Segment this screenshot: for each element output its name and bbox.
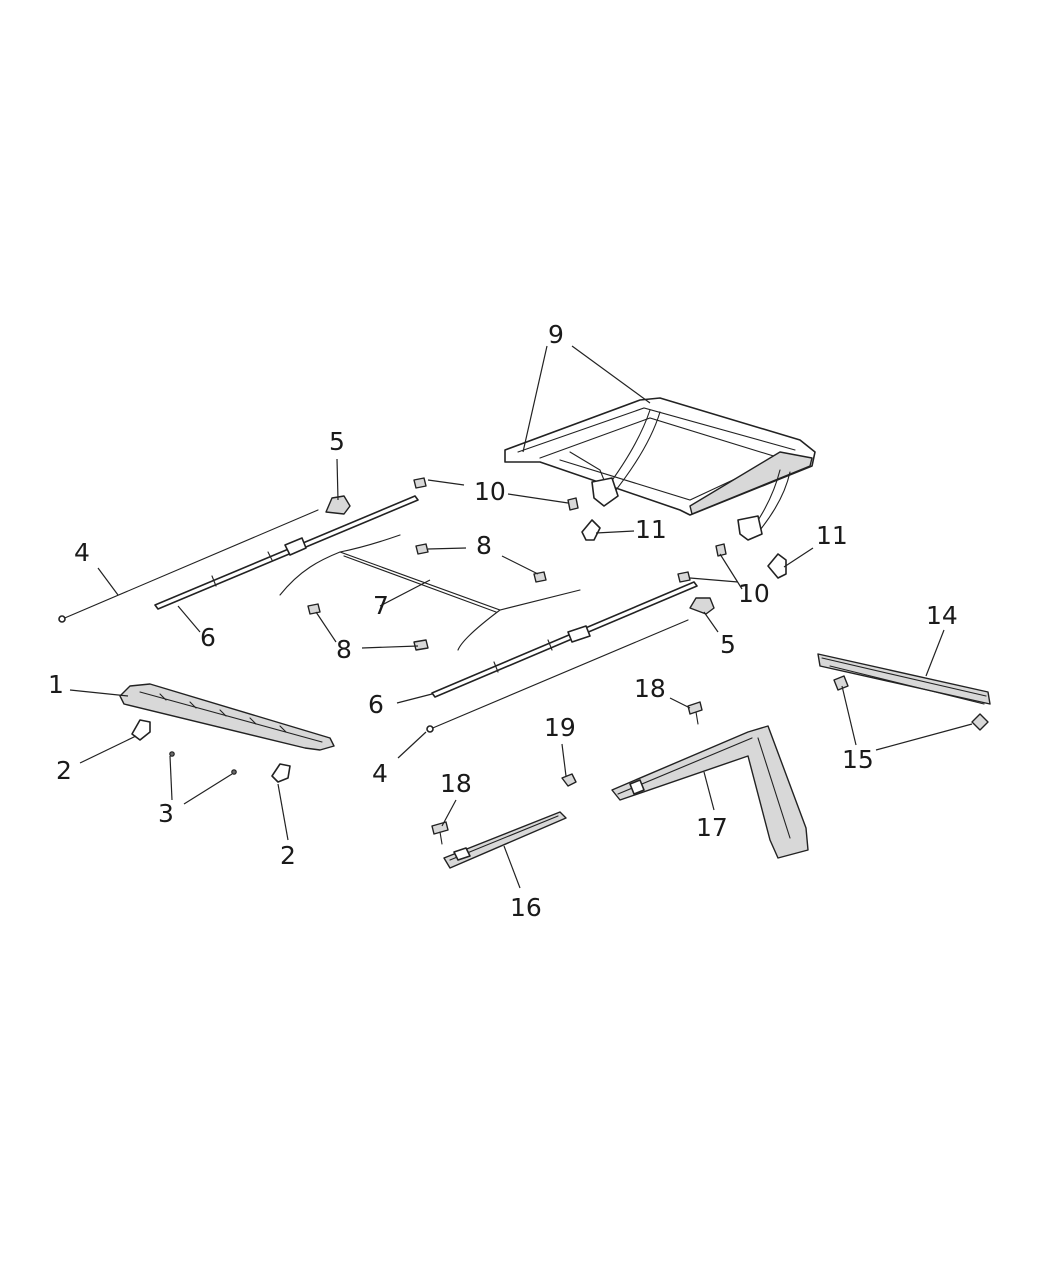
part-15-clips	[833, 675, 989, 731]
callout-8-lower: 8	[336, 635, 352, 664]
part-19-clip	[561, 773, 577, 787]
callout-8-upper: 8	[476, 531, 492, 560]
part-5-clip-upper	[325, 495, 351, 515]
part-3-nuts	[169, 751, 237, 775]
part-10-fasteners	[413, 477, 727, 583]
callout-18-upper: 18	[634, 674, 666, 703]
callout-11-right: 11	[816, 521, 848, 550]
callout-7: 7	[373, 591, 389, 620]
callout-6-lower: 6	[368, 690, 384, 719]
callout-18-lower: 18	[440, 769, 472, 798]
part-5-clip-lower	[689, 597, 715, 615]
callout-14: 14	[926, 601, 958, 630]
callout-5-upper: 5	[329, 427, 345, 456]
part-11-brackets	[581, 519, 787, 579]
callout-2-left: 2	[56, 756, 72, 785]
callout-19: 19	[544, 713, 576, 742]
callout-11-left: 11	[635, 515, 667, 544]
part-8-clips	[307, 543, 547, 651]
part-4-rod-lower	[426, 619, 689, 733]
callout-4-upper: 4	[74, 538, 90, 567]
callout-1: 1	[48, 670, 64, 699]
leader-lines	[69, 345, 973, 889]
part-18-fasteners	[431, 701, 703, 845]
callout-5-lower: 5	[720, 630, 736, 659]
callout-16: 16	[510, 893, 542, 922]
callout-4-lower: 4	[372, 759, 388, 788]
callout-10-lower: 10	[738, 579, 770, 608]
callout-6-upper: 6	[200, 623, 216, 652]
part-6-rail-lower	[431, 581, 698, 698]
callout-9: 9	[548, 320, 564, 349]
callout-3: 3	[158, 799, 174, 828]
callout-15: 15	[842, 745, 874, 774]
part-6-rail-upper	[154, 495, 419, 610]
part-4-rod-upper	[58, 509, 319, 623]
part-2-brackets	[131, 719, 291, 783]
part-9-roof-frame	[504, 397, 816, 541]
callout-2-right: 2	[280, 841, 296, 870]
part-1-header-panel	[119, 683, 335, 751]
part-14-seal	[817, 653, 991, 705]
part-17-pillar-trim	[611, 725, 809, 859]
callout-10-upper: 10	[474, 477, 506, 506]
callout-labels: 9 5 10 11 11 4 8 7 6 8 10 5 14 1 6 18 19…	[48, 320, 958, 922]
callout-17: 17	[696, 813, 728, 842]
part-7-cable	[279, 534, 581, 651]
part-16-lower-rail	[443, 811, 567, 869]
